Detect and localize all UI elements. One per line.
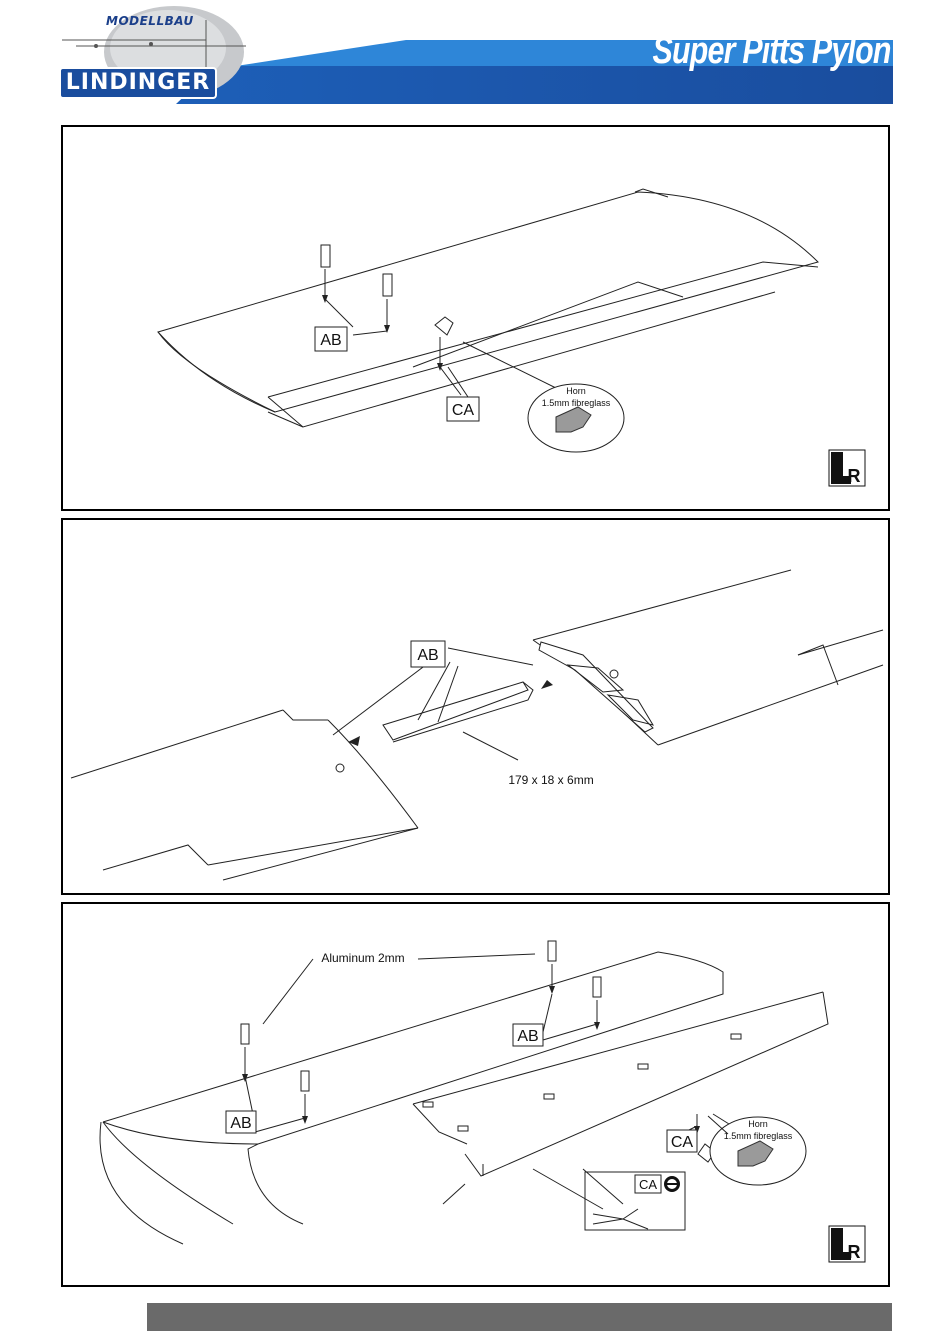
lr-r-letter: R <box>848 1242 861 1262</box>
instruction-panel-3: Aluminum 2mm AB AB CA CA Horn 1.5mm fibr… <box>61 902 890 1287</box>
horn-label: Horn <box>566 386 586 396</box>
horn-material: 1.5mm fibreglass <box>542 398 611 408</box>
stabilizer-hinge-diagram: Aluminum 2mm AB AB CA CA Horn 1.5mm fibr… <box>63 904 892 1289</box>
label-ab-right: AB <box>517 1028 538 1045</box>
lr-r-letter: R <box>848 466 861 486</box>
label-ca: CA <box>452 402 475 419</box>
left-right-icon: R <box>829 1226 865 1262</box>
document-title: Super Pitts Pylon <box>653 30 891 73</box>
label-ab: AB <box>417 647 438 664</box>
label-ab-left: AB <box>230 1115 251 1132</box>
logo-brand-small: MODELLBAU <box>106 14 194 28</box>
horn-material: 1.5mm fibreglass <box>724 1131 793 1141</box>
logo: LINDINGER <box>60 68 216 98</box>
footer-bar <box>147 1303 892 1331</box>
wing-hinge-diagram: AB CA Horn 1.5mm fibreglass R <box>63 127 892 513</box>
left-right-icon: R <box>829 450 865 486</box>
horn-label: Horn <box>748 1119 768 1129</box>
aluminum-label: Aluminum 2mm <box>321 951 404 965</box>
joiner-dimension: 179 x 18 x 6mm <box>508 773 593 787</box>
page-header: MODELLBAU LINDINGER Super Pitts Pylon <box>56 0 893 104</box>
label-ca-detail: CA <box>639 1177 657 1192</box>
instruction-panel-1: AB CA Horn 1.5mm fibreglass R <box>61 125 890 511</box>
label-ab: AB <box>320 332 341 349</box>
wing-joiner-diagram: AB 179 x 18 x 6mm <box>63 520 892 897</box>
instruction-panel-2: AB 179 x 18 x 6mm <box>61 518 890 895</box>
logo-brand-name: LINDINGER <box>60 68 216 98</box>
label-ca-horn: CA <box>671 1134 694 1151</box>
